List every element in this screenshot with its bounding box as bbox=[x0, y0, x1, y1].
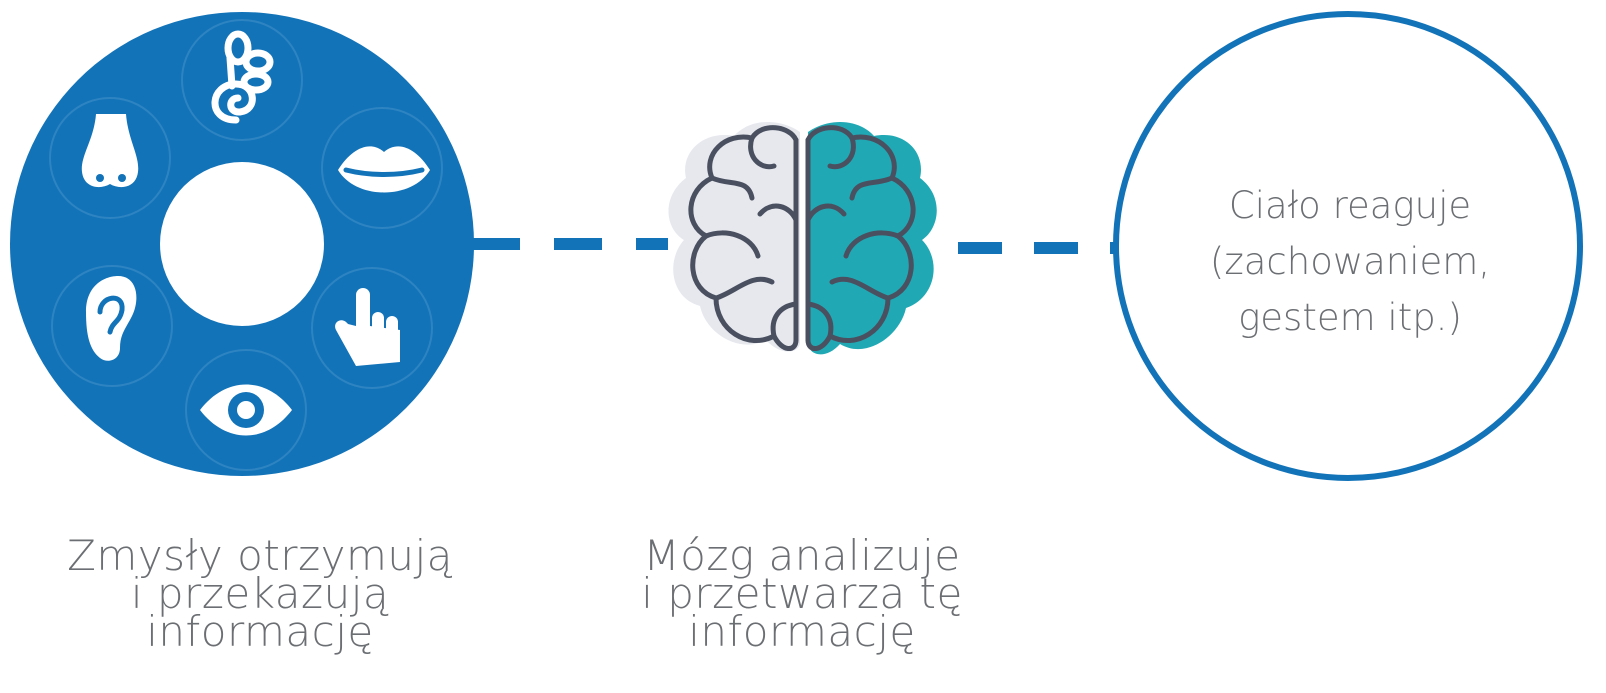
icon-rings bbox=[49, 19, 443, 471]
taste-icon bbox=[338, 146, 430, 193]
smell-icon bbox=[81, 114, 139, 188]
hearing-icon bbox=[86, 276, 137, 361]
brain-icon bbox=[668, 121, 937, 355]
senses-caption: Zmysły otrzymują i przekazują informację bbox=[40, 531, 480, 656]
senses-center bbox=[160, 162, 324, 326]
response-circle bbox=[1113, 11, 1583, 481]
senses-wheel bbox=[10, 12, 474, 476]
senses-caption-line-1: Zmysły otrzymują bbox=[67, 531, 453, 580]
touch-icon bbox=[335, 288, 400, 366]
brain-caption-line-1: Mózg analizuje bbox=[643, 531, 961, 580]
brain-caption: Mózg analizuje i przetwarza tę informacj… bbox=[592, 531, 1012, 656]
body-response-line-3: gestem itp.) bbox=[1238, 296, 1462, 339]
brain-caption-line-2: i przetwarza tę bbox=[641, 569, 963, 618]
body-response-line-2: (zachowaniem, bbox=[1209, 240, 1491, 283]
body-response-line-1: Ciało reaguje bbox=[1228, 184, 1472, 227]
senses-caption-line-2: i przekazują bbox=[130, 569, 390, 618]
senses-caption-line-3: informację bbox=[146, 607, 374, 656]
balance-icon bbox=[211, 30, 274, 124]
sight-icon bbox=[200, 384, 292, 436]
body-response-label: Ciało reaguje (zachowaniem, gestem itp.) bbox=[1160, 178, 1540, 346]
brain-caption-line-3: informację bbox=[688, 607, 916, 656]
